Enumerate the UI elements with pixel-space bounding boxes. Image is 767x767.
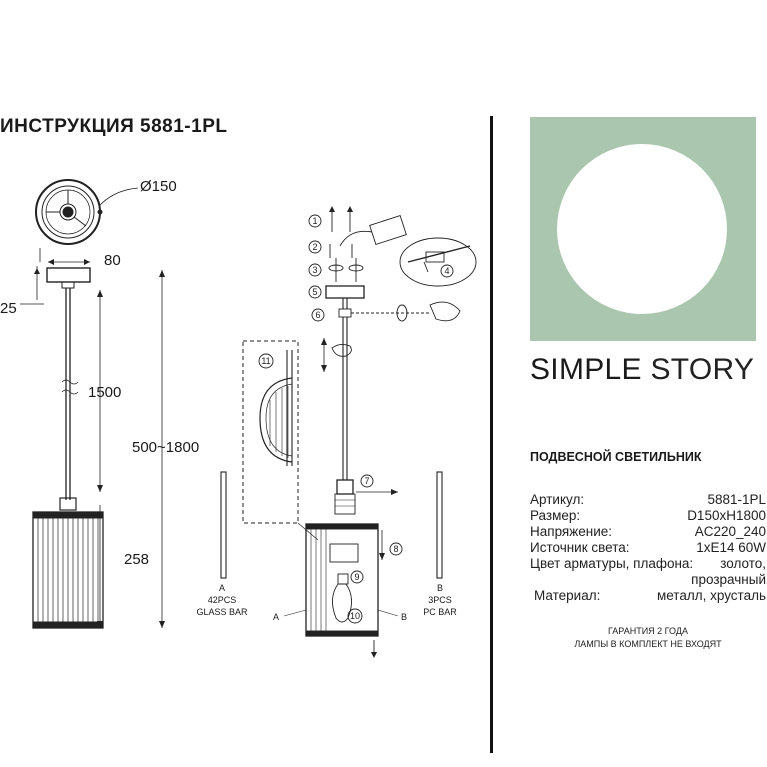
step-4-label: 4 bbox=[444, 266, 449, 276]
dim-canopy-width: 80 bbox=[104, 252, 121, 269]
step-7-label: 7 bbox=[364, 476, 369, 486]
assembly-label-b: B bbox=[401, 612, 408, 622]
dim-cable-length: 1500 bbox=[88, 384, 122, 401]
glass-globe bbox=[557, 144, 727, 314]
spec-value: AC220_240 bbox=[694, 524, 766, 539]
step-markers: 1 2 3 4 5 6 7 8 9 10 11 bbox=[258, 214, 454, 624]
dim-canopy-height: 25 bbox=[0, 300, 17, 317]
part-b-name: PC BAR bbox=[423, 607, 457, 617]
brand-logo: SIMPLE STORY bbox=[530, 353, 754, 387]
lamps-not-included-text: ЛАМПЫ В КОМПЛЕКТ НЕ ВХОДЯТ bbox=[574, 639, 722, 649]
vertical-separator bbox=[490, 116, 493, 753]
step-8-label: 8 bbox=[393, 544, 398, 554]
spec-key: Источник света: bbox=[530, 540, 630, 555]
assembly-label-a: A bbox=[273, 612, 280, 622]
spec-key: Цвет арматуры, плафона: bbox=[530, 556, 694, 571]
spec-key: Напряжение: bbox=[530, 524, 613, 539]
document-title: ИНСТРУКЦИЯ 5881-1PL bbox=[0, 116, 228, 137]
part-a-qty: 42PCS bbox=[207, 595, 237, 605]
assembly-diagram bbox=[220, 206, 477, 658]
technical-drawing: 1 2 3 4 5 6 7 8 9 10 11 bbox=[20, 179, 477, 658]
step-9-label: 9 bbox=[354, 572, 359, 582]
spec-value: D150xH1800 bbox=[687, 508, 766, 523]
step-6-label: 6 bbox=[315, 310, 320, 320]
spec-key: Материал: bbox=[534, 588, 601, 603]
step-10-label: 10 bbox=[350, 611, 360, 621]
spec-key: Артикул: bbox=[530, 492, 585, 507]
product-type: ПОДВЕСНОЙ СВЕТИЛЬНИК bbox=[530, 450, 702, 464]
step-5-label: 5 bbox=[312, 287, 317, 297]
dim-shade-height: 258 bbox=[124, 551, 150, 568]
part-a-name: GLASS BAR bbox=[196, 607, 248, 617]
brand-word-story: STORY bbox=[650, 353, 755, 386]
part-b-qty: 3PCS bbox=[428, 595, 452, 605]
part-b-letter: B bbox=[436, 583, 443, 593]
step-2-label: 2 bbox=[312, 242, 317, 252]
spec-key: Размер: bbox=[530, 508, 581, 523]
top-view-canopy bbox=[35, 179, 139, 245]
warranty-text: ГАРАНТИЯ 2 ГОДА bbox=[608, 626, 688, 636]
dim-total-height: 500~1800 bbox=[132, 439, 200, 456]
spec-value: прозрачный bbox=[691, 572, 766, 587]
dim-diameter: Ø150 bbox=[140, 178, 177, 195]
step-3-label: 3 bbox=[312, 265, 317, 275]
spec-value: золото, bbox=[720, 556, 766, 571]
part-b-label: B 3PCS PC BAR bbox=[410, 582, 470, 618]
spec-value: 5881-1PL bbox=[707, 492, 766, 507]
product-photo bbox=[530, 117, 756, 341]
step-11-label: 11 bbox=[261, 356, 270, 366]
step-1-label: 1 bbox=[312, 216, 317, 226]
spec-value: металл, хрусталь bbox=[656, 588, 766, 603]
brand-word-simple: SIMPLE bbox=[530, 353, 642, 386]
part-a-label: A 42PCS GLASS BAR bbox=[190, 582, 254, 618]
drawing-svg: 1 2 3 4 5 6 7 8 9 10 11 bbox=[20, 179, 477, 658]
part-a-letter: A bbox=[218, 583, 225, 593]
spec-value: 1xE14 60W bbox=[696, 540, 766, 555]
